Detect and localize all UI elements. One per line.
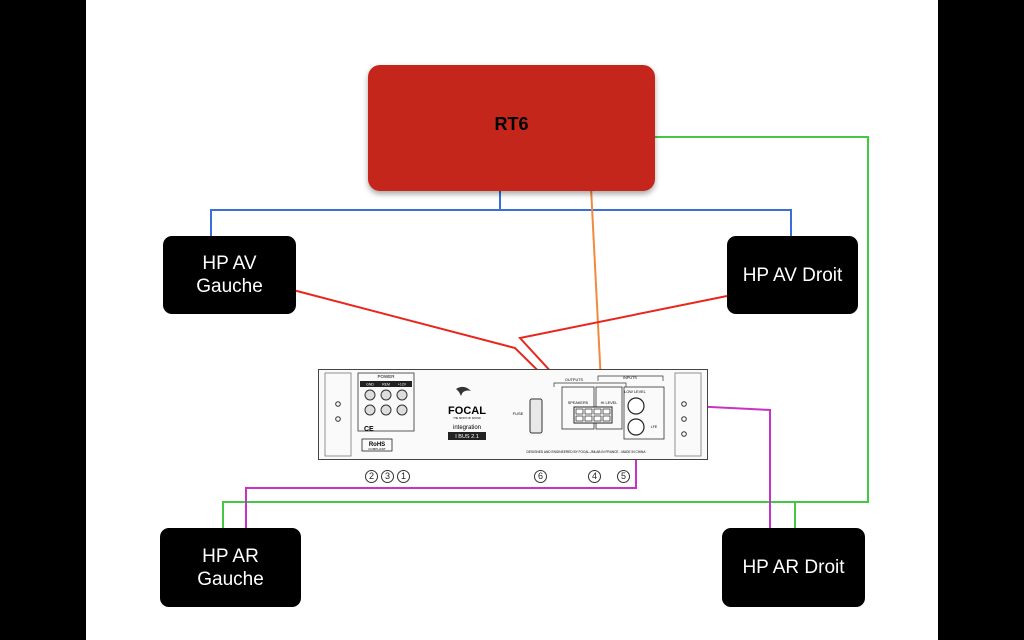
model-name: I BUS 2.1 xyxy=(455,434,479,440)
speaker-connector xyxy=(573,406,613,424)
series-name: integration xyxy=(453,425,481,431)
low-level-jack xyxy=(627,397,645,415)
power-label: POWER xyxy=(377,374,395,379)
amplifier-rear-panel: POWER GND REM +12V CE RoHS COMPLIANT FOC… xyxy=(318,369,708,460)
rohs-label: RoHS xyxy=(369,442,385,448)
marker-1: 1 xyxy=(397,470,410,483)
speakers-label: SPEAKERS xyxy=(568,401,589,405)
speaker-front-right: HP AV Droit xyxy=(727,236,858,314)
head-unit-rt6: RT6 xyxy=(368,65,655,191)
marker-3: 3 xyxy=(381,470,394,483)
marker-5: 5 xyxy=(617,470,630,483)
marker-6: 6 xyxy=(534,470,547,483)
marker-4: 4 xyxy=(588,470,601,483)
terminal-gnd: GND xyxy=(366,383,374,387)
head-unit-label: RT6 xyxy=(494,113,529,134)
ce-mark: CE xyxy=(364,426,374,433)
hi-level-label: HI LEVEL xyxy=(601,401,618,405)
panel-footer: DESIGNED AND ENGINEERED BY FOCAL-JMLAB I… xyxy=(527,450,647,454)
lfe-jack xyxy=(627,418,645,436)
speaker-front-left: HP AV Gauche xyxy=(163,236,296,314)
brand-name: FOCAL xyxy=(448,405,486,417)
brand-sub: THE SPIRIT OF SOUND xyxy=(453,417,481,420)
speaker-rear-right: HP AR Droit xyxy=(722,528,865,607)
rohs-sub: COMPLIANT xyxy=(368,447,386,451)
fuse-label: FUSE xyxy=(513,411,524,416)
lfe-label: LFE xyxy=(651,425,658,429)
terminal-12v: +12V xyxy=(398,383,407,387)
marker-2: 2 xyxy=(365,470,378,483)
speaker-rear-left: HP AR Gauche xyxy=(160,528,301,607)
low-level-label: LOW LEVEL xyxy=(624,390,646,394)
focal-logo-icon xyxy=(456,386,471,396)
inputs-label: INPUTS xyxy=(623,376,637,380)
terminal-rem: REM xyxy=(382,383,390,387)
outputs-label: OUTPUTS xyxy=(565,378,584,382)
